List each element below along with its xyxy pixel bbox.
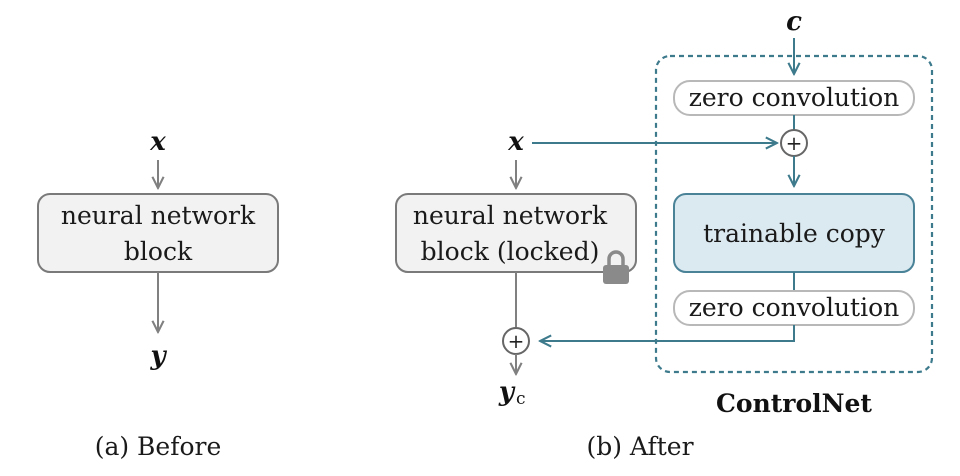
before-panel: x neural network block y (a) Before bbox=[37, 127, 279, 461]
before-block-line1: neural network bbox=[61, 201, 256, 230]
controlnet-dashed-border bbox=[654, 54, 934, 374]
after-output-subscript: c bbox=[516, 389, 526, 409]
zero-convolution-bottom-label: zero convolution bbox=[689, 293, 900, 322]
before-output-y: y bbox=[149, 341, 167, 371]
locked-block-line2: block (locked) bbox=[421, 237, 600, 266]
lock-icon bbox=[603, 250, 629, 284]
before-caption: (a) Before bbox=[95, 432, 222, 461]
before-block-line2: block bbox=[124, 237, 193, 266]
zero-convolution-top-label: zero convolution bbox=[689, 83, 900, 112]
controlnet-group: c zero convolution + trainable copy zero… bbox=[540, 7, 934, 418]
after-input-x: x bbox=[507, 127, 524, 157]
controlnet-label: ControlNet bbox=[716, 389, 872, 418]
after-panel: x neural network block (locked) + y c (b… bbox=[395, 127, 777, 461]
output-add-symbol: + bbox=[508, 329, 525, 353]
locked-block-line1: neural network bbox=[413, 201, 608, 230]
before-input-x: x bbox=[149, 127, 166, 157]
after-caption: (b) After bbox=[586, 432, 693, 461]
controlnet-add-symbol: + bbox=[786, 131, 803, 155]
controlnet-to-output-arrow bbox=[540, 325, 795, 341]
condition-c: c bbox=[786, 7, 802, 37]
after-output-y: y bbox=[498, 377, 516, 407]
trainable-copy-label: trainable copy bbox=[703, 219, 886, 248]
